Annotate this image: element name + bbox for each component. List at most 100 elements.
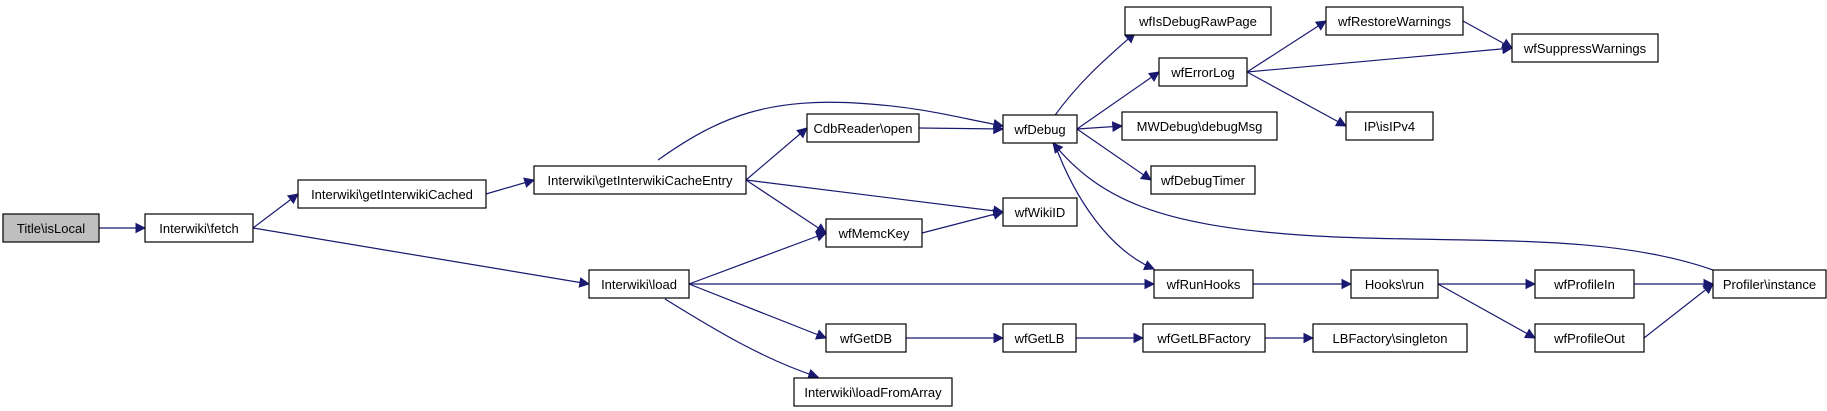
graph-node[interactable]: Hooks\run bbox=[1350, 269, 1439, 299]
node-box bbox=[1158, 57, 1248, 87]
node-box bbox=[1150, 165, 1256, 195]
node-label: IP\isIPv4 bbox=[1364, 119, 1415, 134]
node-box bbox=[1142, 323, 1266, 353]
graph-node[interactable]: Interwiki\load bbox=[588, 269, 690, 299]
graph-node[interactable]: wfDebugTimer bbox=[1150, 165, 1256, 195]
node-label: wfGetLBFactory bbox=[1156, 331, 1251, 346]
node-label: wfGetLB bbox=[1014, 331, 1065, 346]
graph-node[interactable]: CdbReader\open bbox=[806, 113, 920, 143]
graph-node[interactable]: wfIsDebugRawPage bbox=[1124, 6, 1272, 36]
node-label: wfMemcKey bbox=[838, 226, 910, 241]
graph-node[interactable]: MWDebug\debugMsg bbox=[1121, 111, 1278, 141]
graph-node[interactable]: Interwiki\getInterwikiCached bbox=[297, 179, 487, 209]
node-label: wfWikiID bbox=[1014, 205, 1066, 220]
node-box bbox=[1712, 269, 1827, 299]
node-box bbox=[144, 213, 254, 243]
edge-n9-n16 bbox=[1053, 141, 1155, 271]
edge-n9-n12 bbox=[1052, 32, 1136, 119]
graph-node[interactable]: wfRestoreWarnings bbox=[1325, 6, 1464, 36]
edges-layer bbox=[99, 20, 1715, 380]
node-label: CdbReader\open bbox=[813, 121, 912, 136]
node-label: Title\isLocal bbox=[17, 221, 85, 236]
edge-n13-n19 bbox=[1246, 71, 1347, 127]
node-label: wfSuppressWarnings bbox=[1523, 41, 1647, 56]
graph-node[interactable]: wfRunHooks bbox=[1153, 269, 1254, 299]
node-label: Interwiki\load bbox=[601, 277, 677, 292]
graph-node[interactable]: wfGetLB bbox=[1002, 323, 1077, 353]
node-label: Profiler\instance bbox=[1723, 277, 1816, 292]
node-box bbox=[1121, 111, 1278, 141]
graph-node[interactable]: wfErrorLog bbox=[1158, 57, 1248, 87]
node-label: wfProfileIn bbox=[1553, 277, 1615, 292]
node-box bbox=[1345, 111, 1434, 141]
node-label: wfGetDB bbox=[839, 331, 892, 346]
edge-n4-n7 bbox=[688, 283, 828, 340]
edge-n3-n5 bbox=[745, 127, 808, 181]
graph-node[interactable]: wfGetDB bbox=[825, 323, 907, 353]
graph-node[interactable]: wfDebug bbox=[1002, 114, 1078, 144]
edge-n9-n13 bbox=[1076, 71, 1160, 130]
graph-node[interactable]: wfProfileOut bbox=[1534, 323, 1645, 353]
edge-n13-n18 bbox=[1246, 20, 1327, 73]
node-box bbox=[1002, 197, 1078, 227]
node-label: Interwiki\getInterwikiCacheEntry bbox=[548, 173, 733, 188]
node-box bbox=[297, 179, 487, 209]
graph-node[interactable]: Title\isLocal bbox=[2, 213, 100, 243]
graph-node[interactable]: Interwiki\fetch bbox=[144, 213, 254, 243]
graph-node[interactable]: IP\isIPv4 bbox=[1345, 111, 1434, 141]
node-label: MWDebug\debugMsg bbox=[1137, 119, 1263, 134]
graph-node[interactable]: LBFactory\singleton bbox=[1312, 323, 1468, 353]
graph-node[interactable]: wfProfileIn bbox=[1534, 269, 1635, 299]
edge-n1-n2 bbox=[252, 193, 299, 229]
edge-n3-n9 bbox=[657, 101, 1005, 161]
node-box bbox=[1124, 6, 1272, 36]
graph-node[interactable]: wfMemcKey bbox=[825, 218, 923, 248]
node-box bbox=[1153, 269, 1254, 299]
node-label: wfProfileOut bbox=[1553, 331, 1625, 346]
node-box bbox=[1002, 323, 1077, 353]
node-box bbox=[806, 113, 920, 143]
edge-n20-n24 bbox=[1437, 283, 1536, 339]
node-label: wfRunHooks bbox=[1166, 277, 1241, 292]
node-box bbox=[1312, 323, 1468, 353]
edge-n3-n10 bbox=[745, 179, 1005, 217]
node-label: wfDebugTimer bbox=[1160, 173, 1246, 188]
node-box bbox=[1511, 33, 1659, 63]
edge-n18-n22 bbox=[1462, 20, 1513, 49]
edge-n2-n3 bbox=[485, 177, 536, 195]
node-box bbox=[1325, 6, 1464, 36]
node-box bbox=[1002, 114, 1078, 144]
graph-node[interactable]: wfWikiID bbox=[1002, 197, 1078, 227]
node-box bbox=[2, 213, 100, 243]
node-box bbox=[588, 269, 690, 299]
node-box bbox=[1534, 269, 1635, 299]
graph-node[interactable]: wfGetLBFactory bbox=[1142, 323, 1266, 353]
graph-node[interactable]: wfSuppressWarnings bbox=[1511, 33, 1659, 63]
node-label: Interwiki\fetch bbox=[159, 221, 238, 236]
edge-n4-n8 bbox=[664, 298, 820, 380]
graph-node[interactable]: Profiler\instance bbox=[1712, 269, 1827, 299]
edge-n6-n10 bbox=[921, 209, 1005, 234]
edge-n13-n22 bbox=[1246, 43, 1514, 73]
node-box bbox=[793, 377, 953, 407]
node-label: Interwiki\loadFromArray bbox=[804, 385, 942, 400]
node-label: wfIsDebugRawPage bbox=[1138, 14, 1257, 29]
edge-n3-n6 bbox=[745, 179, 827, 234]
node-box bbox=[825, 218, 923, 248]
node-box bbox=[1350, 269, 1439, 299]
edge-n5-n9 bbox=[918, 123, 1005, 135]
edge-n4-n6 bbox=[688, 231, 828, 285]
node-label: wfRestoreWarnings bbox=[1337, 14, 1451, 29]
node-label: LBFactory\singleton bbox=[1333, 331, 1448, 346]
edge-n9-n15 bbox=[1076, 128, 1152, 181]
node-box bbox=[825, 323, 907, 353]
node-label: wfErrorLog bbox=[1170, 65, 1235, 80]
nodes-layer: Title\isLocal Interwiki\fetch Interwiki\ge… bbox=[2, 6, 1827, 407]
node-box bbox=[1534, 323, 1645, 353]
edge-n9-n14 bbox=[1076, 121, 1124, 133]
graph-node[interactable]: Interwiki\getInterwikiCacheEntry bbox=[533, 165, 747, 195]
graph-node[interactable]: Interwiki\loadFromArray bbox=[793, 377, 953, 407]
node-label: Interwiki\getInterwikiCached bbox=[311, 187, 473, 202]
node-label: Hooks\run bbox=[1365, 277, 1424, 292]
edge-n25-n9 bbox=[1052, 142, 1714, 271]
